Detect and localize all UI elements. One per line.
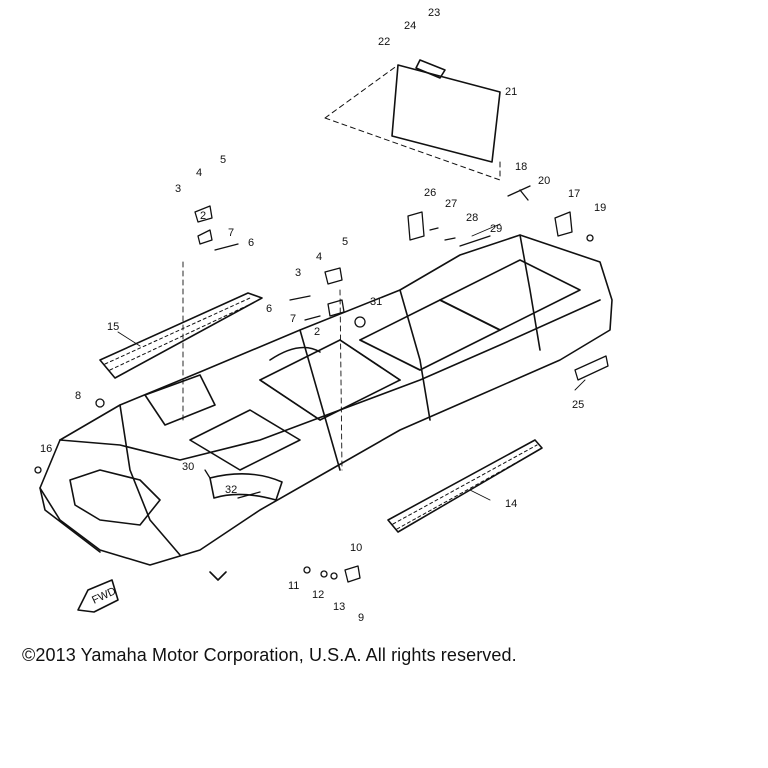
part-number-3-2: 3 — [295, 267, 301, 279]
part-number-27: 27 — [445, 198, 457, 210]
hull-frame — [39, 234, 613, 581]
part-number-15: 15 — [107, 321, 119, 333]
part-number-16: 16 — [40, 443, 52, 455]
part-number-18: 18 — [515, 161, 527, 173]
part-number-2-1: 2 — [200, 210, 206, 222]
part-number-26: 26 — [424, 187, 436, 199]
part-number-7-1: 7 — [228, 227, 234, 239]
fwd-arrow-icon — [77, 579, 119, 613]
part-number-28: 28 — [466, 212, 478, 224]
part-number-10: 10 — [350, 542, 362, 554]
part-number-4-1: 4 — [196, 167, 202, 179]
part-number-23: 23 — [428, 7, 440, 19]
leader-lines — [117, 223, 586, 501]
part-number-5-2: 5 — [342, 236, 348, 248]
part-number-11: 11 — [288, 580, 299, 592]
part-number-31: 31 — [370, 296, 382, 308]
part-number-14: 14 — [505, 498, 517, 510]
part-number-19: 19 — [594, 202, 606, 214]
part-number-3-1: 3 — [175, 183, 181, 195]
part-number-17: 17 — [568, 188, 580, 200]
part-number-4-2: 4 — [316, 251, 322, 263]
step-plate-right — [387, 439, 543, 533]
top-panel — [324, 59, 501, 181]
part-number-30: 30 — [182, 461, 194, 473]
part-number-labels: 2233445566778910111213141516171819202122… — [40, 7, 606, 624]
part-number-13: 13 — [333, 601, 345, 613]
part-number-8: 8 — [75, 390, 81, 402]
part-number-24: 24 — [404, 20, 416, 32]
part-number-29: 29 — [490, 223, 502, 235]
part-number-5-1: 5 — [220, 154, 226, 166]
parts-diagram: 2233445566778910111213141516171819202122… — [34, 7, 613, 624]
fwd-label: FWD — [90, 585, 118, 606]
part-number-6-2: 6 — [266, 303, 272, 315]
part-number-6-1: 6 — [248, 237, 254, 249]
copyright-text: ©2013 Yamaha Motor Corporation, U.S.A. A… — [22, 645, 517, 665]
part-number-2-2: 2 — [314, 326, 320, 338]
part-number-22: 22 — [378, 36, 390, 48]
part-number-9: 9 — [358, 612, 364, 624]
part-number-7-2: 7 — [290, 313, 296, 325]
part-number-20: 20 — [538, 175, 550, 187]
part-number-21: 21 — [505, 86, 517, 98]
part-number-25: 25 — [572, 399, 584, 411]
step-plate-left — [99, 292, 263, 379]
part-number-12: 12 — [312, 589, 324, 601]
part-number-32: 32 — [225, 484, 237, 496]
hardware-parts — [34, 185, 609, 583]
